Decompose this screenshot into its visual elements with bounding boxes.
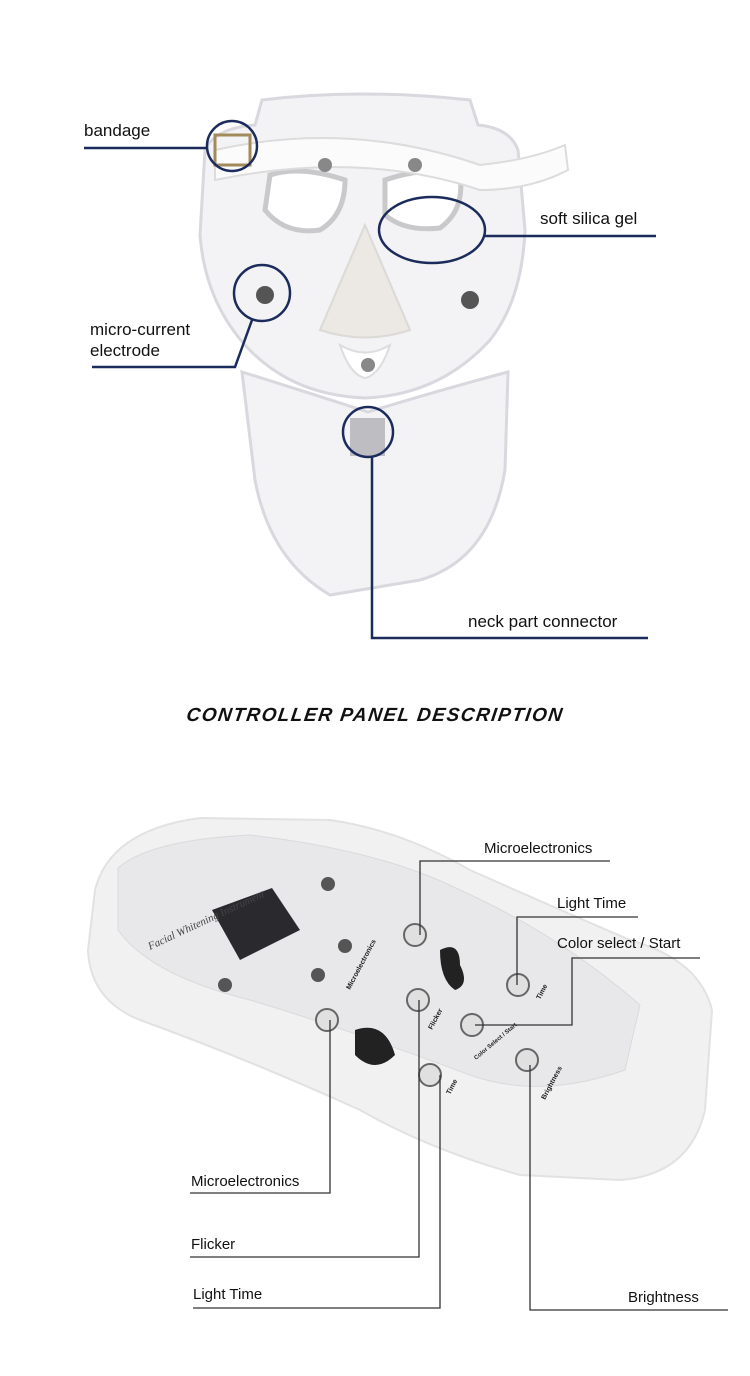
label-light-time-top: Light Time — [557, 895, 627, 912]
label-micro-current: micro-current — [90, 320, 191, 339]
label-color-select-start: Color select / Start — [557, 935, 681, 952]
led-mask-illustration — [84, 92, 656, 640]
label-brightness: Brightness — [628, 1289, 699, 1306]
label-bandage: bandage — [84, 121, 151, 140]
label-flicker: Flicker — [191, 1236, 236, 1253]
label-electrode: electrode — [90, 341, 160, 360]
controller-callout-lines — [190, 860, 728, 1311]
label-microelectronics-bottom: Microelectronics — [191, 1173, 300, 1190]
mask-callout-lines — [84, 119, 656, 640]
head-strap — [214, 137, 570, 192]
neck-mask — [240, 369, 510, 597]
strap-buckle — [213, 133, 252, 167]
label-microelectronics-top: Microelectronics — [484, 840, 593, 857]
face-mask — [198, 92, 570, 400]
controller-device: Facial Whitening Instrument Microelectro… — [86, 816, 714, 1182]
label-soft-silica-gel: soft silica gel — [540, 209, 638, 228]
label-neck-connector: neck part connector — [468, 612, 618, 631]
label-light-time-bottom: Light Time — [193, 1286, 263, 1303]
